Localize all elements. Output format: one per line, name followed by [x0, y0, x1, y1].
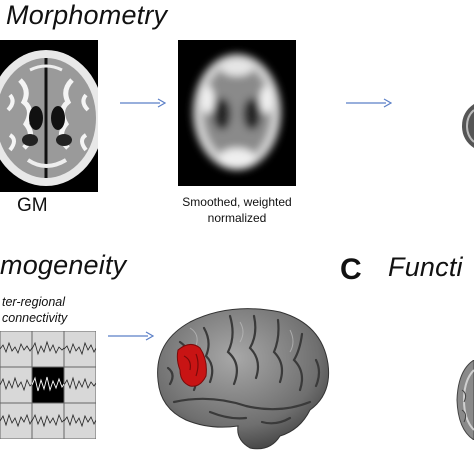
panel-b-subtitle-line-2: connectivity [2, 311, 68, 325]
cropped-brain-edge-image [462, 104, 474, 148]
lateral-brain-render-image [150, 302, 332, 456]
cropped-functional-brain-image [456, 359, 474, 441]
smoothed-brain-image [178, 40, 296, 186]
smoothed-caption-line-1: Smoothed, weighted [182, 195, 292, 209]
connectivity-timeseries-grid [0, 330, 97, 440]
arrow-right-icon [120, 98, 166, 108]
gm-brain-slice-image [0, 40, 98, 192]
panel-b-subtitle-line-1: ter-regional [2, 295, 66, 309]
panel-b-title: mogeneity [0, 250, 127, 280]
smoothed-caption-line-2: normalized [207, 211, 267, 225]
panel-a-title: Morphometry [6, 0, 168, 30]
arrow-right-icon [108, 331, 154, 341]
gm-label: GM [17, 195, 48, 216]
panel-c-title: Functi [388, 252, 463, 282]
panel-c-letter: C [340, 253, 362, 286]
arrow-right-icon [346, 98, 392, 108]
